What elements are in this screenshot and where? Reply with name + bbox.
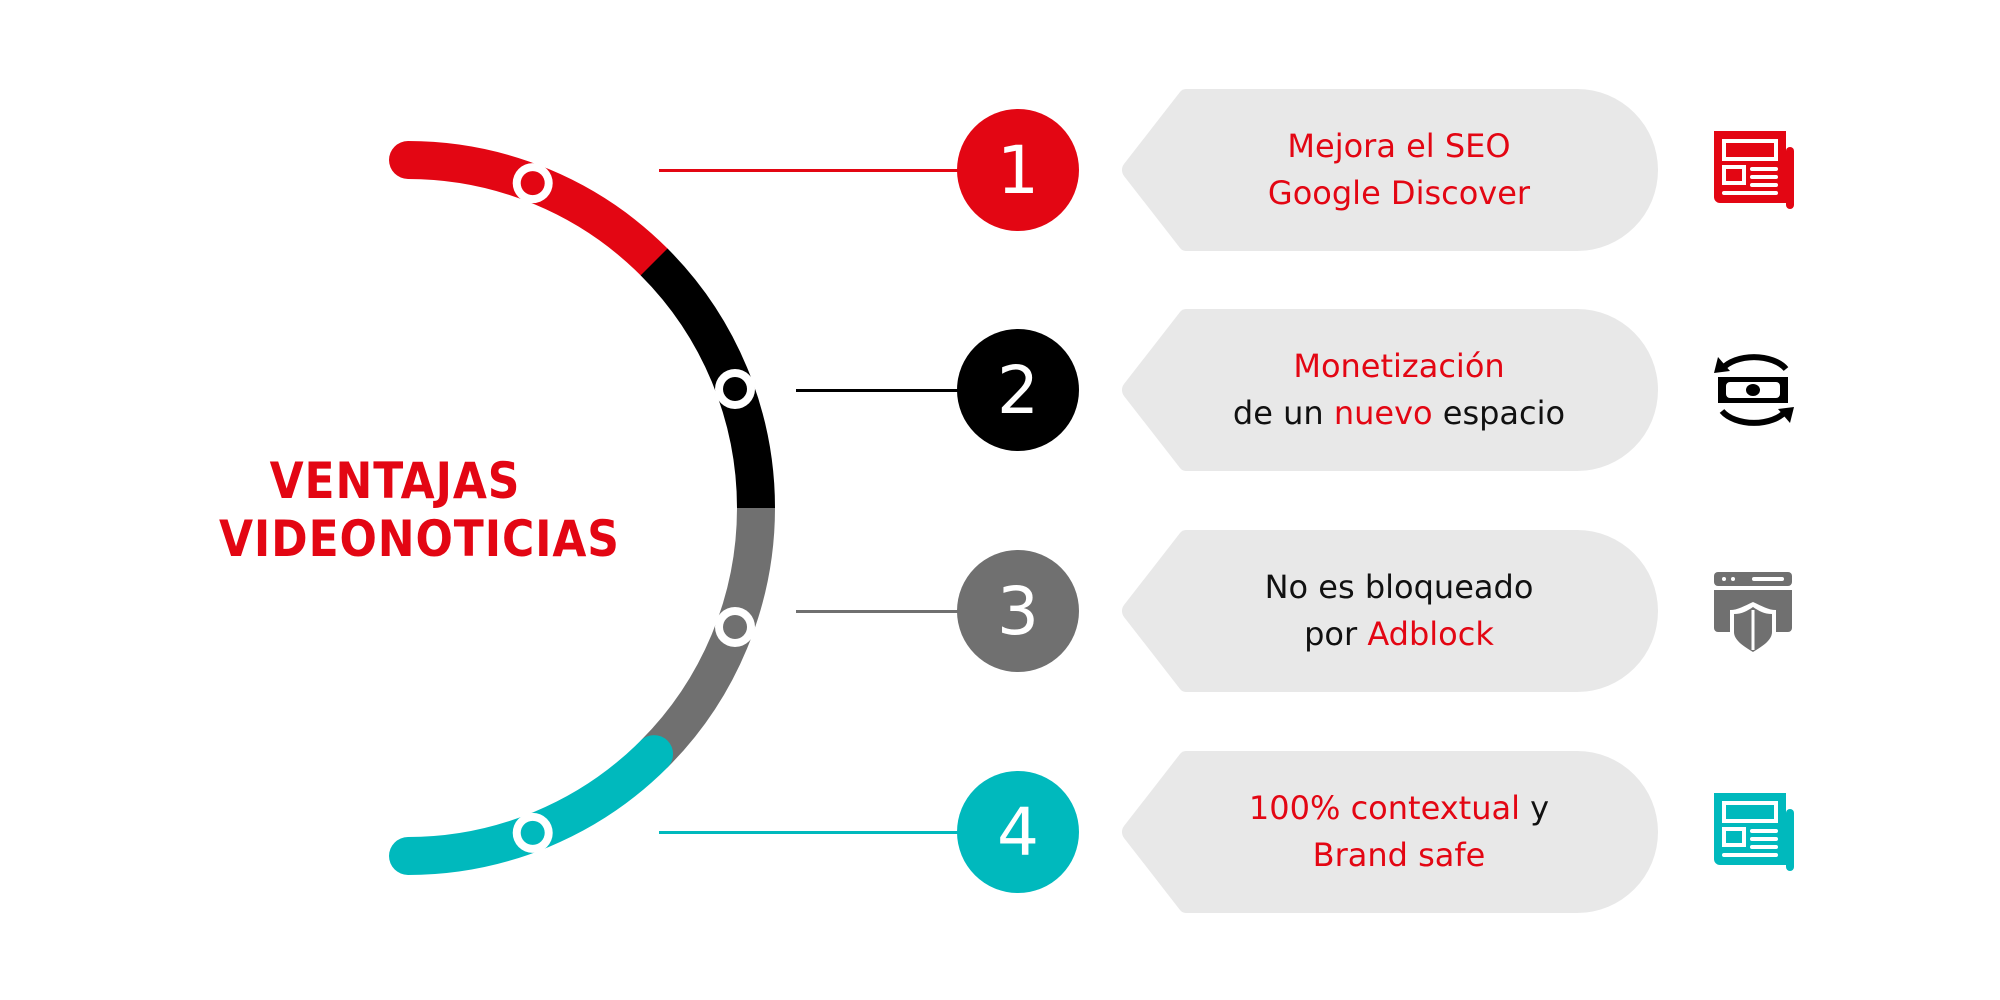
step-number-3: 3 (957, 550, 1079, 672)
connector-line (659, 831, 1000, 834)
benefit-text: Monetización (1293, 347, 1505, 385)
benefit-text: 100% contextual (1248, 789, 1520, 827)
connector-line (796, 389, 1000, 392)
title-line1: VENTAJAS (269, 452, 521, 510)
benefit-text: Adblock (1367, 615, 1494, 653)
benefit-text: de un (1232, 394, 1334, 432)
benefit-text: y (1519, 789, 1550, 827)
step-number-label: 3 (997, 572, 1039, 650)
step-number-1: 1 (957, 109, 1079, 231)
benefit-line1: Monetización (1293, 343, 1504, 390)
benefit-line2: Brand safe (1313, 832, 1486, 879)
step-number-4: 4 (957, 771, 1079, 893)
step-number-label: 2 (997, 351, 1039, 429)
benefit-text: Mejora el SEO (1287, 127, 1511, 165)
arc-dot-center (520, 171, 545, 196)
benefit-text: Brand safe (1312, 836, 1486, 874)
arc-dot-center (520, 820, 545, 845)
benefit-text: nuevo (1333, 394, 1433, 432)
benefit-line1: 100% contextual y (1249, 785, 1549, 832)
benefit-line1: Mejora el SEO (1287, 123, 1510, 170)
title-line2: VIDEONOTICIAS (219, 510, 620, 568)
benefit-text: Google Discover (1267, 174, 1531, 212)
browser-shield-icon (1712, 570, 1794, 652)
benefit-card-1: Mejora el SEO Google Discover (1120, 89, 1658, 251)
benefit-text: espacio (1432, 394, 1566, 432)
connector-line (796, 610, 1000, 613)
connector-line (659, 169, 1000, 172)
step-number-label: 1 (997, 131, 1039, 209)
arc-dot-center (723, 615, 748, 640)
newspaper-icon (1712, 129, 1794, 211)
step-number-label: 4 (997, 793, 1039, 871)
newspaper-icon (1712, 791, 1794, 873)
benefit-line1: No es bloqueado (1265, 564, 1534, 611)
benefit-line2: Google Discover (1268, 170, 1530, 217)
benefit-card-3: No es bloqueado por Adblock (1120, 530, 1658, 692)
benefit-line2: por Adblock (1304, 611, 1494, 658)
benefit-text: por (1304, 615, 1368, 653)
benefit-text: No es bloqueado (1264, 568, 1534, 606)
money-exchange-icon (1712, 349, 1794, 431)
step-number-2: 2 (957, 329, 1079, 451)
title: VENTAJAS VIDEONOTICIAS (219, 452, 620, 568)
arc-dot-center (723, 376, 748, 401)
benefit-card-2: Monetización de un nuevo espacio (1120, 309, 1658, 471)
benefit-line2: de un nuevo espacio (1233, 390, 1565, 437)
